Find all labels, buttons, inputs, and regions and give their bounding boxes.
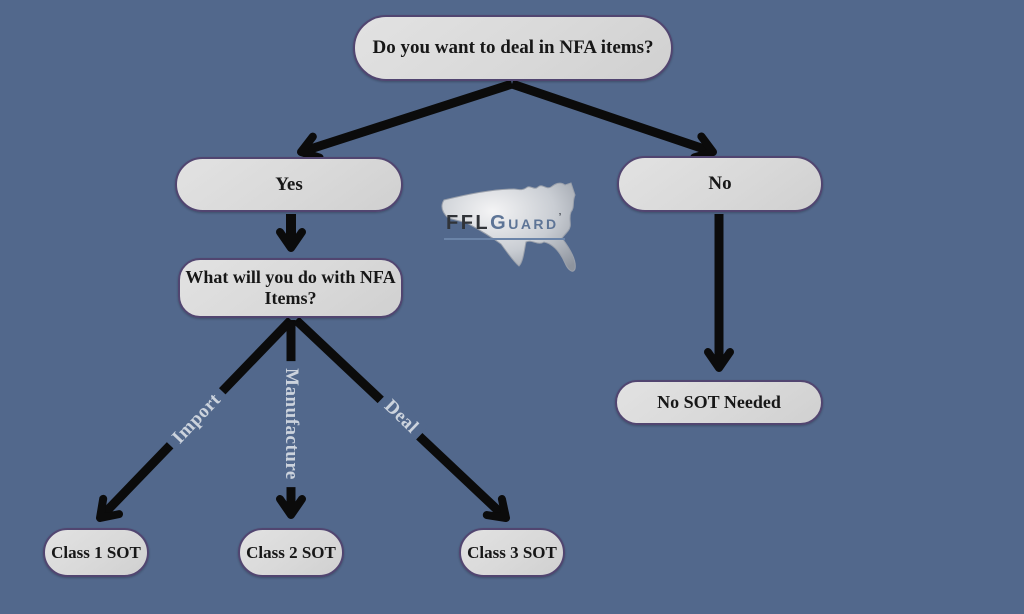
arrow-root-to-yes [297, 79, 514, 162]
flow-node-no: No [617, 156, 823, 212]
fflguard-wordmark: FFLGuard’ [444, 212, 566, 240]
flow-node-no-sot-needed: No SOT Needed [615, 380, 823, 425]
flow-node-class2-sot: Class 2 SOT [238, 528, 344, 577]
flow-node-class3-sot: Class 3 SOT [459, 528, 565, 577]
brand-ffl: FFL [446, 212, 491, 234]
flow-node-class1-sot: Class 1 SOT [43, 528, 149, 577]
edge-label-manufacture: Manufacture [279, 361, 303, 487]
flow-node-question2: What will you do with NFA Items? [178, 258, 403, 318]
edge-label-import: Import [162, 383, 232, 455]
flow-node-yes: Yes [175, 157, 403, 212]
edge-label-deal: Deal [373, 389, 429, 445]
brand-guard: Guard [490, 212, 559, 234]
trademark-mark: ’ [558, 212, 562, 223]
fflguard-logo: FFLGuard’ [434, 176, 594, 282]
us-map-icon [441, 182, 576, 272]
arrow-root-to-no [510, 79, 717, 162]
flow-node-root-question: Do you want to deal in NFA items? [353, 15, 673, 81]
